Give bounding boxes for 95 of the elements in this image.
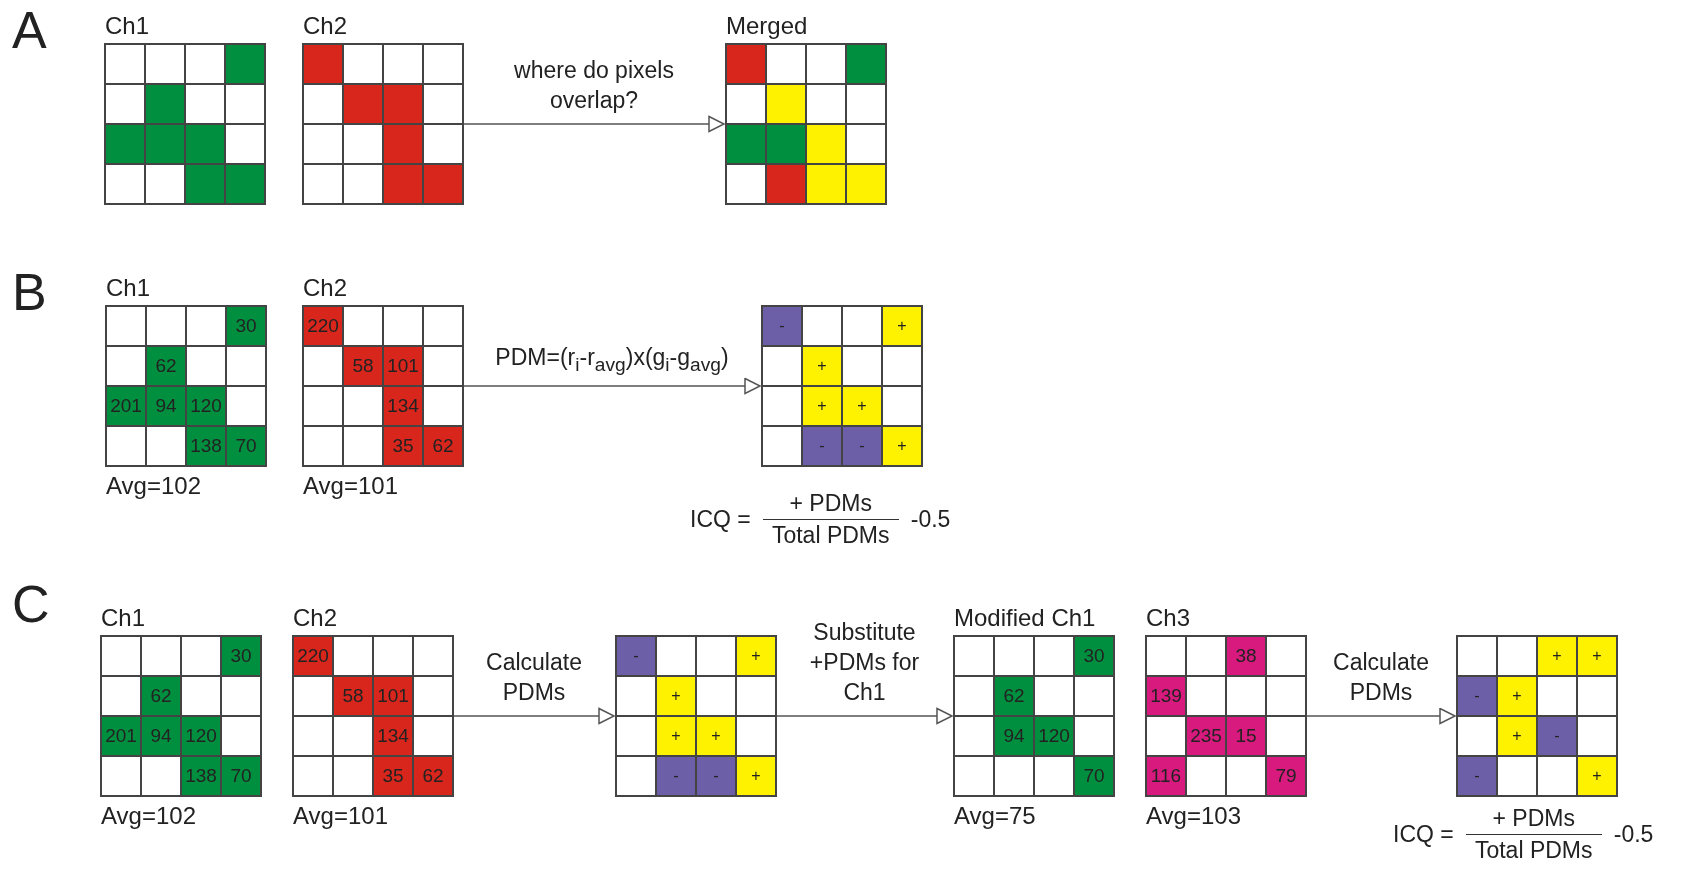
average-label: Avg=102	[101, 802, 196, 830]
value-pixel: 138	[181, 756, 221, 796]
sign-pixel: -	[842, 426, 882, 466]
value-pixel: 94	[141, 716, 181, 756]
value-pixel: 220	[303, 306, 343, 346]
value-pixel: 62	[146, 346, 186, 386]
grid-heading: Modified Ch1	[954, 604, 1096, 632]
value-pixel: 120	[181, 716, 221, 756]
sign-pixel: +	[842, 386, 882, 426]
sign-pixel: -	[616, 636, 656, 676]
fraction-numerator: + PDMs	[1492, 805, 1575, 832]
grid-heading: Ch2	[303, 12, 348, 40]
value-pixel: 58	[343, 346, 383, 386]
sign-pixel: +	[696, 716, 736, 756]
formula-text: ICQ =	[690, 506, 751, 533]
sign-pixel: -	[1457, 676, 1497, 716]
grid-heading: Ch2	[303, 274, 348, 302]
value-pixel: 101	[383, 346, 423, 386]
arrow	[463, 115, 725, 133]
value-pixel: 70	[226, 426, 266, 466]
average-label: Avg=103	[1146, 802, 1241, 830]
sign-pixel: +	[802, 386, 842, 426]
sign-pixel: -	[1537, 716, 1577, 756]
arrow	[453, 707, 615, 725]
value-pixel: 201	[101, 716, 141, 756]
value-pixel: 201	[106, 386, 146, 426]
fraction-denominator: Total PDMs	[1474, 837, 1593, 864]
value-pixel: 30	[226, 306, 266, 346]
arrow	[776, 707, 953, 725]
fraction-denominator: Total PDMs	[771, 522, 890, 549]
panel-letter: C	[12, 574, 50, 634]
panel-letter: B	[12, 262, 47, 322]
sign-pixel: -	[1457, 756, 1497, 796]
result-grid	[615, 635, 777, 797]
average-label: Avg=75	[954, 802, 1036, 830]
value-pixel: 120	[186, 386, 226, 426]
value-pixel: 35	[383, 426, 423, 466]
arrow	[463, 377, 761, 395]
value-pixel: 134	[373, 716, 413, 756]
formula-text: ICQ =	[1393, 821, 1454, 848]
sign-pixel: +	[1577, 636, 1617, 676]
grid-heading: Ch1	[106, 274, 151, 302]
sign-pixel: -	[696, 756, 736, 796]
average-label: Avg=101	[303, 472, 398, 500]
sign-pixel: -	[762, 306, 802, 346]
value-pixel: 62	[413, 756, 453, 796]
sign-pixel: -	[802, 426, 842, 466]
value-pixel: 94	[994, 716, 1034, 756]
value-pixel: 138	[186, 426, 226, 466]
sign-pixel: +	[1537, 636, 1577, 676]
value-pixel: 38	[1226, 636, 1266, 676]
value-pixel: 220	[293, 636, 333, 676]
average-label: Avg=101	[293, 802, 388, 830]
formula-text: -0.5	[910, 506, 951, 533]
sign-pixel: +	[1497, 716, 1537, 756]
sign-pixel: +	[656, 676, 696, 716]
sign-pixel: +	[736, 636, 776, 676]
value-pixel: 79	[1266, 756, 1306, 796]
sign-pixel: +	[1577, 756, 1617, 796]
result-grid	[761, 305, 923, 467]
value-pixel: 58	[333, 676, 373, 716]
sign-pixel: +	[656, 716, 696, 756]
grid-heading: Ch3	[1146, 604, 1191, 632]
sign-pixel: +	[882, 306, 922, 346]
value-pixel: 70	[1074, 756, 1114, 796]
value-pixel: 94	[146, 386, 186, 426]
value-pixel: 30	[221, 636, 261, 676]
fraction-numerator: + PDMs	[789, 490, 872, 517]
sign-pixel: -	[656, 756, 696, 796]
value-pixel: 62	[994, 676, 1034, 716]
value-pixel: 120	[1034, 716, 1074, 756]
sign-pixel: +	[736, 756, 776, 796]
value-pixel: 62	[141, 676, 181, 716]
grid-heading: Merged	[726, 12, 808, 40]
value-pixel: 134	[383, 386, 423, 426]
value-pixel: 30	[1074, 636, 1114, 676]
grid-heading: Ch2	[293, 604, 338, 632]
sign-pixel: +	[882, 426, 922, 466]
value-pixel: 139	[1146, 676, 1186, 716]
value-pixel: 15	[1226, 716, 1266, 756]
value-pixel: 116	[1146, 756, 1186, 796]
sign-pixel: +	[802, 346, 842, 386]
grid-heading: Ch1	[101, 604, 146, 632]
formula-text: -0.5	[1613, 821, 1654, 848]
value-pixel: 35	[373, 756, 413, 796]
value-pixel: 62	[423, 426, 463, 466]
value-pixel: 70	[221, 756, 261, 796]
value-pixel: 101	[373, 676, 413, 716]
arrow	[1306, 707, 1456, 725]
average-label: Avg=102	[106, 472, 201, 500]
result-grid	[1456, 635, 1618, 797]
grid-heading: Ch1	[105, 12, 150, 40]
sign-pixel: +	[1497, 676, 1537, 716]
panel-letter: A	[12, 0, 47, 60]
value-pixel: 235	[1186, 716, 1226, 756]
